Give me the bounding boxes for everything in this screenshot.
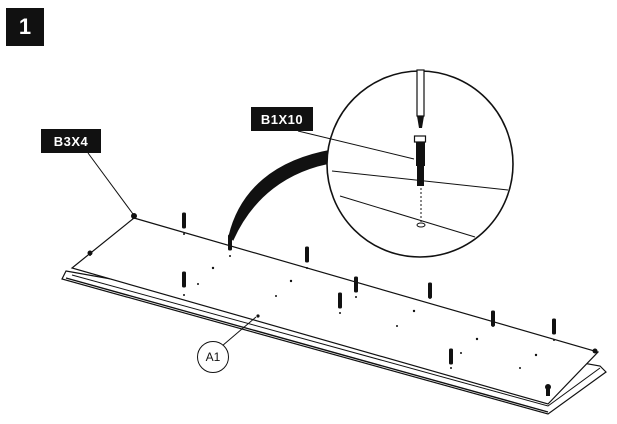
corner-screws	[87, 213, 598, 396]
dowel-icon	[354, 276, 358, 293]
hole	[289, 279, 293, 283]
panel-edge-line	[71, 274, 601, 407]
hole	[475, 337, 479, 341]
screw-head	[413, 135, 427, 143]
panel-top-face	[70, 217, 600, 405]
hole	[229, 255, 231, 257]
screw-icon	[413, 135, 427, 186]
callout-b1x10: B1X10	[251, 107, 313, 131]
callout-b3x4: B3X4	[41, 129, 101, 153]
dowel-icon	[338, 292, 342, 309]
screwdriver-icon	[416, 69, 425, 128]
detail-connector	[228, 149, 337, 241]
hole	[275, 295, 277, 297]
screwdriver-tip	[417, 116, 424, 128]
screw-icon	[592, 348, 598, 354]
dowel-icon	[449, 348, 453, 365]
hole	[450, 367, 452, 369]
hole	[339, 312, 341, 314]
dowel-icon	[552, 318, 556, 335]
detail-panel-line	[339, 195, 476, 238]
hole	[306, 267, 308, 269]
panel-edge-line-2	[65, 277, 549, 413]
screw-icon	[87, 250, 93, 256]
hole	[460, 352, 462, 354]
dowel-icon	[182, 212, 186, 229]
screw-icon	[546, 388, 550, 396]
hole	[197, 283, 199, 285]
screw-thread	[417, 166, 424, 186]
dowel-icon	[182, 271, 186, 288]
dowels	[182, 212, 556, 365]
panel-a1	[61, 217, 607, 415]
hole	[256, 314, 260, 318]
leader-a1	[221, 316, 257, 347]
hole	[183, 233, 185, 235]
step-number: 1	[6, 8, 44, 46]
leader-b3x4	[87, 152, 134, 215]
dowel-icon	[491, 310, 495, 327]
leader-b1x10	[297, 130, 415, 160]
screw-body	[416, 142, 425, 166]
hole	[534, 353, 538, 357]
part-label-a1: A1	[197, 341, 229, 373]
hole	[183, 294, 185, 296]
hole	[211, 266, 215, 270]
detail-bubble	[297, 69, 514, 258]
dowel-icon	[305, 246, 309, 263]
detail-hole	[416, 222, 426, 228]
hole	[553, 339, 555, 341]
dowel-icon	[428, 282, 432, 299]
hole	[355, 296, 357, 298]
screwdriver-shaft	[416, 69, 425, 117]
screw-icon	[131, 213, 137, 219]
hole	[519, 367, 521, 369]
hole	[396, 325, 398, 327]
hole	[412, 309, 416, 313]
